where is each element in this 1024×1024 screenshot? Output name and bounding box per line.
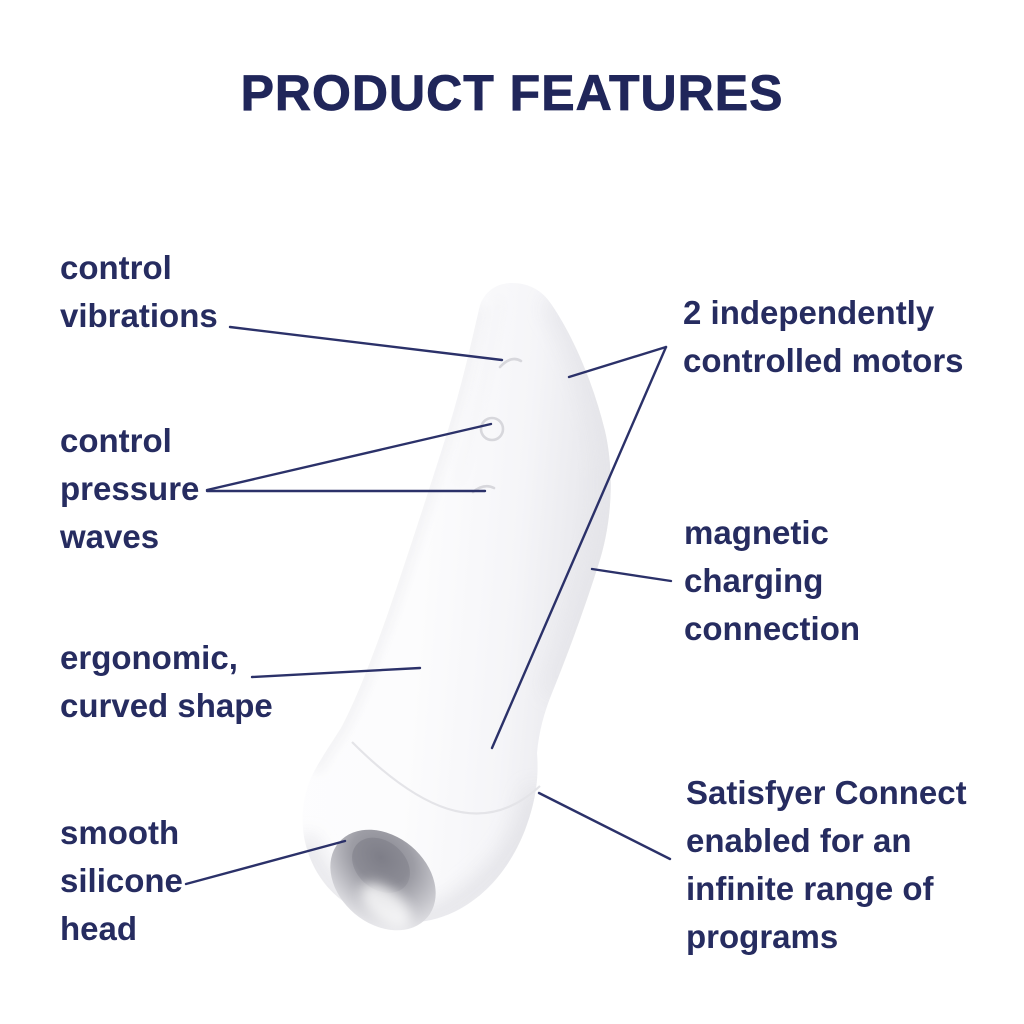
- connector-magnetic-charging: [590, 567, 673, 583]
- feature-label-ergonomic-shape: ergonomic, curved shape: [60, 639, 273, 724]
- feature-label-satisfyer-connect: Satisfyer Connect enabled for an infinit…: [686, 774, 967, 955]
- feature-label-control-pressure-waves: control pressure waves: [60, 422, 200, 555]
- vibration-button: [498, 357, 523, 369]
- feature-label-silicone-head: smooth silicone head: [60, 814, 183, 947]
- power-button: [479, 416, 505, 442]
- connector-silicone-head: [184, 839, 347, 886]
- connector-motors-upper: [567, 345, 668, 379]
- feature-label-magnetic-charging: magnetic charging connection: [684, 514, 861, 647]
- connector-control-vibrations: [228, 325, 504, 362]
- page-title: PRODUCT FEATURES: [240, 65, 784, 122]
- connector-motors-lower: [490, 345, 668, 750]
- feature-label-independent-motors: 2 independently controlled motors: [683, 294, 964, 379]
- connector-pressure-waves-upper: [205, 422, 493, 492]
- suction-head-opening: [330, 829, 436, 931]
- product-body: [302, 283, 611, 923]
- connector-ergonomic-shape: [250, 666, 422, 679]
- feature-label-control-vibrations: control vibrations: [60, 249, 218, 334]
- connector-satisfyer-connect: [537, 791, 672, 861]
- head-seam: [351, 741, 541, 815]
